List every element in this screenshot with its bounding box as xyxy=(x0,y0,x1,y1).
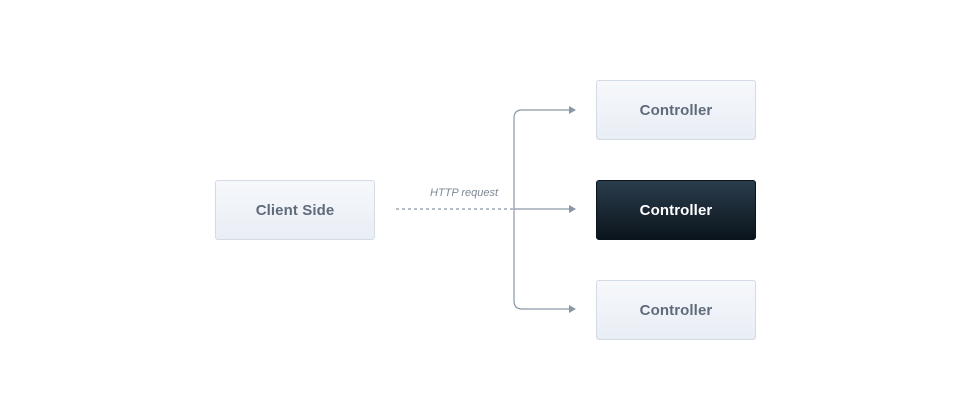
http-request-label: HTTP request xyxy=(430,187,499,199)
client-side-node: Client Side xyxy=(215,180,375,240)
controller-label: Controller xyxy=(639,101,713,119)
controller-label: Controller xyxy=(639,301,713,319)
controller-node-top: Controller xyxy=(596,80,756,140)
controller-node-highlighted: Controller xyxy=(596,180,756,240)
controller-node-bottom: Controller xyxy=(596,280,756,340)
controller-label: Controller xyxy=(639,201,713,219)
client-side-label: Client Side xyxy=(255,201,335,219)
arrow-head-bottom xyxy=(569,305,576,313)
arrow-head-middle xyxy=(569,205,576,213)
arrow-head-top xyxy=(569,106,576,114)
